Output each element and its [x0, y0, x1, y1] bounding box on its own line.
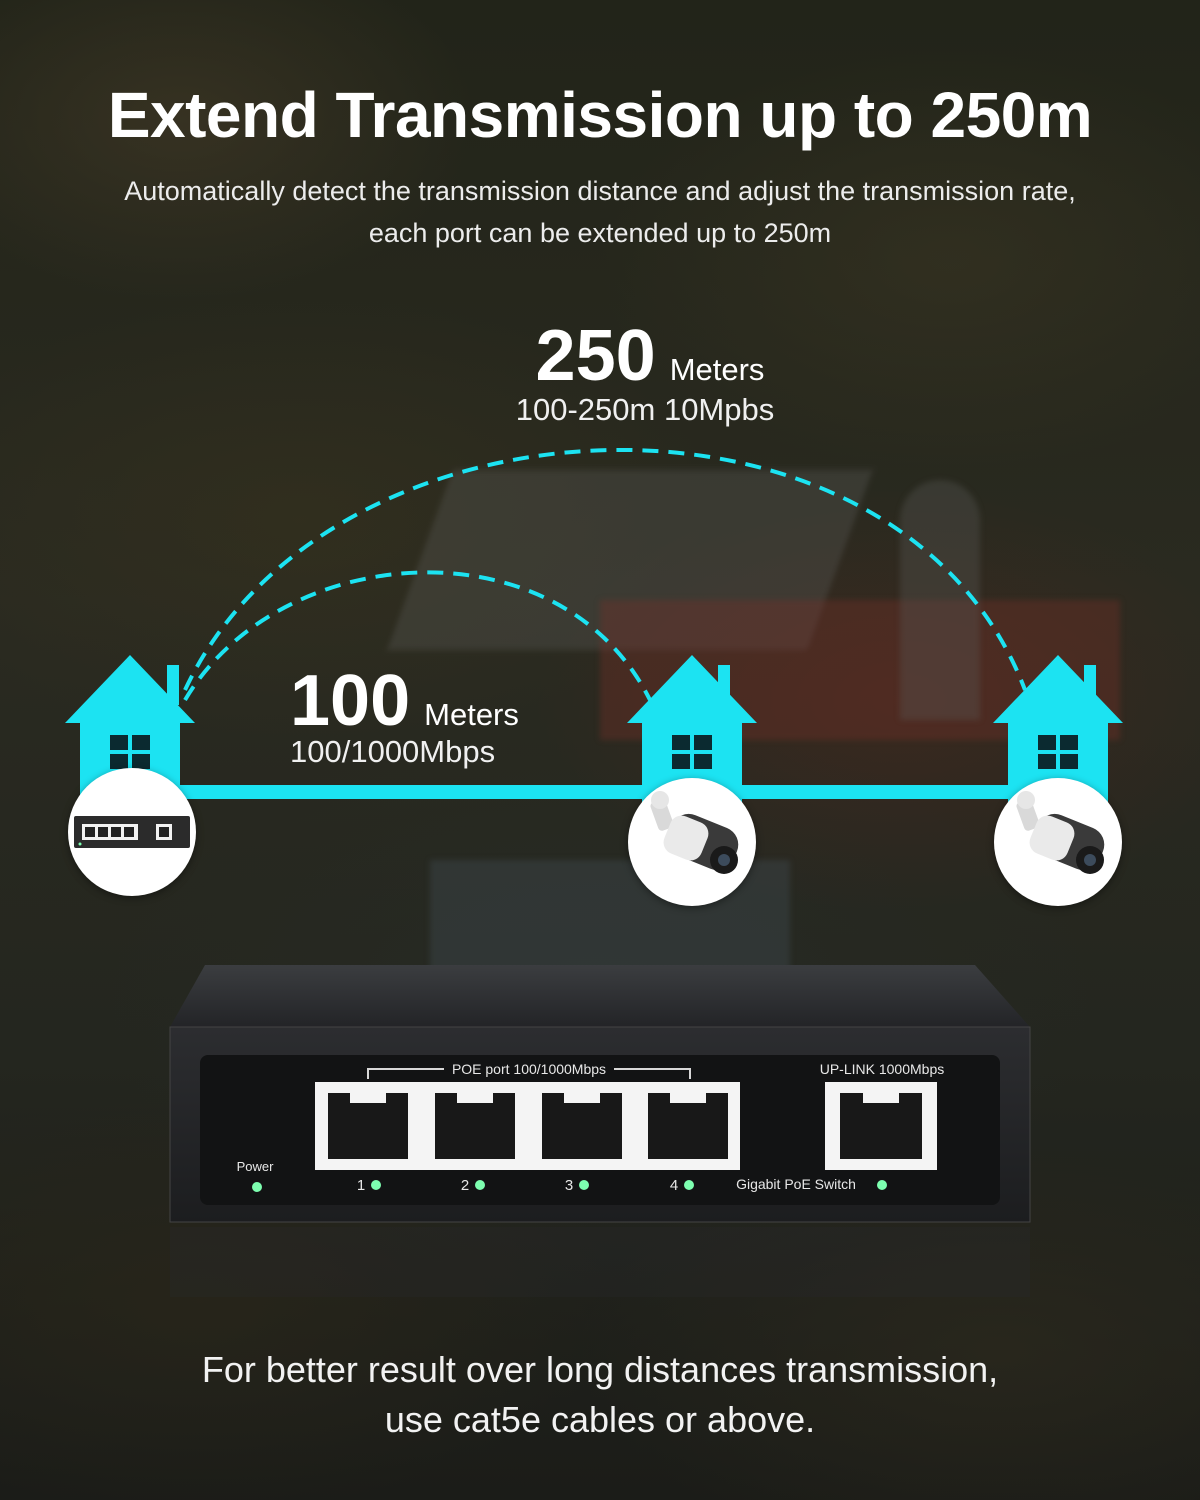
page-subtitle: Automatically detect the transmission di…: [80, 170, 1120, 254]
uplink-led: [877, 1180, 887, 1190]
long-range-unit: Meters: [669, 352, 765, 387]
uplink-label: UP-LINK 1000Mbps: [820, 1061, 945, 1077]
port-led: [579, 1180, 589, 1190]
port-number: 1: [357, 1177, 365, 1194]
arc-100m: [183, 570, 652, 702]
long-range-value: 250: [535, 316, 656, 396]
camera-device-circle: [628, 778, 756, 906]
power-led: [252, 1182, 262, 1192]
power-label: Power: [237, 1159, 275, 1174]
footer-line-2: use cat5e cables or above.: [384, 1399, 816, 1440]
port-number: 2: [461, 1177, 469, 1194]
camera-icon: [1016, 791, 1105, 874]
short-range-value: 100: [290, 661, 411, 741]
page-title: Extend Transmission up to 250m: [107, 79, 1093, 151]
long-range-speed: 100-250m 10Mpbs: [515, 392, 775, 427]
short-range-distance: 100 Meters: [290, 660, 519, 742]
model-label: Gigabit PoE Switch: [736, 1176, 856, 1192]
background-silo: [900, 480, 980, 720]
long-range-distance: 250 Meters: [450, 315, 850, 397]
port-led: [684, 1180, 694, 1190]
port-number: 4: [670, 1177, 678, 1194]
footer-line-1: For better result over long distances tr…: [201, 1349, 999, 1390]
cable-line: [130, 785, 1070, 799]
switch-icon: [74, 816, 190, 848]
port-led: [371, 1180, 381, 1190]
port-led: [475, 1180, 485, 1190]
switch-device-circle: [68, 768, 196, 896]
short-range-speed: 100/1000Mbps: [290, 734, 496, 769]
subtitle-line-1: Automatically detect the transmission di…: [124, 176, 1076, 206]
port-number: 3: [565, 1177, 573, 1194]
camera-device-circle: [994, 778, 1122, 906]
arc-250m: [183, 448, 1027, 691]
poe-port-label: POE port 100/1000Mbps: [452, 1061, 606, 1077]
short-range-unit: Meters: [424, 697, 519, 732]
poe-switch-product: POE port 100/1000Mbps UP-LINK 1000Mbps P…: [169, 965, 1031, 1297]
subtitle-line-2: each port can be extended up to 250m: [368, 218, 832, 248]
footer-note: For better result over long distances tr…: [100, 1345, 1100, 1445]
camera-icon: [650, 791, 739, 874]
